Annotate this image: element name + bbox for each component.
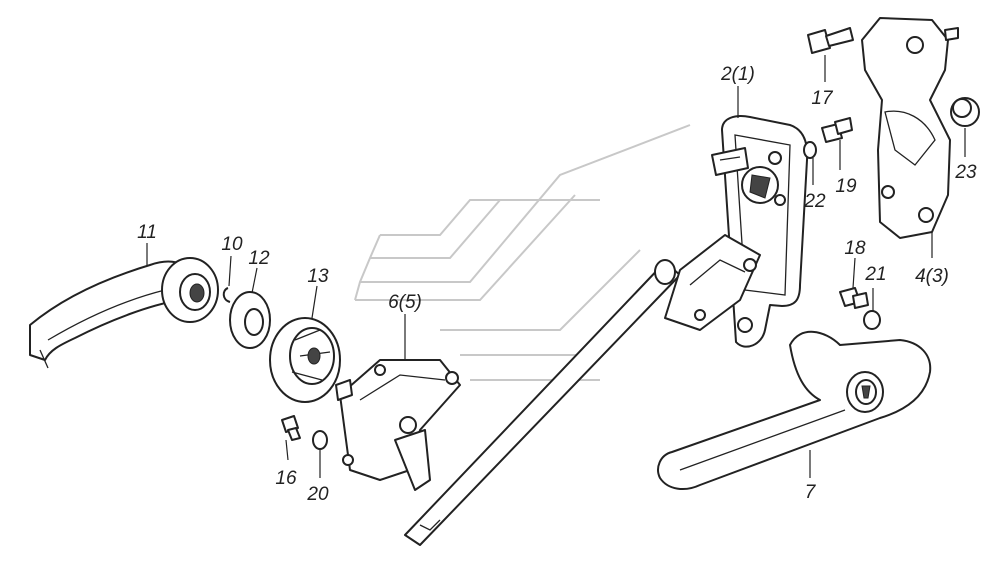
label-21: 21 bbox=[864, 264, 886, 285]
leader-lines bbox=[146, 55, 966, 478]
small-bolt-part bbox=[281, 415, 301, 441]
rosette-part bbox=[229, 291, 271, 349]
label-6-5: 6(5) bbox=[388, 292, 422, 313]
bolt-19-part bbox=[821, 117, 853, 143]
inner-handle-part bbox=[29, 257, 219, 369]
connecting-rod bbox=[404, 259, 681, 546]
label-11: 11 bbox=[137, 222, 157, 243]
plug-23-part bbox=[950, 97, 980, 127]
washer-22-part bbox=[803, 141, 817, 159]
label-19: 19 bbox=[835, 176, 857, 197]
washer-21-part bbox=[863, 310, 881, 330]
label-17: 17 bbox=[811, 88, 834, 109]
outer-handle-part bbox=[657, 330, 932, 491]
label-13: 13 bbox=[307, 266, 329, 287]
outer-lock-plate-part bbox=[664, 115, 809, 348]
label-23: 23 bbox=[954, 162, 977, 183]
washer-20-part bbox=[312, 430, 328, 450]
striker-latch-part bbox=[861, 17, 959, 239]
bolt-17-part bbox=[807, 27, 854, 54]
part-labels: 11 10 12 13 6(5) 16 20 2(1) 17 22 19 23 … bbox=[137, 64, 977, 505]
label-20: 20 bbox=[306, 484, 329, 505]
label-4-3: 4(3) bbox=[915, 266, 949, 287]
escutcheon-part bbox=[269, 317, 341, 403]
bolt-18-part bbox=[839, 287, 869, 309]
label-2-1: 2(1) bbox=[720, 64, 755, 85]
label-16: 16 bbox=[275, 468, 297, 489]
label-10: 10 bbox=[221, 234, 243, 255]
inner-lock-mechanism-part bbox=[335, 359, 461, 491]
label-22: 22 bbox=[803, 191, 826, 212]
label-7: 7 bbox=[805, 482, 817, 503]
label-12: 12 bbox=[248, 248, 270, 269]
watermark bbox=[354, 124, 691, 381]
label-18: 18 bbox=[844, 238, 866, 259]
clip-part bbox=[222, 287, 231, 303]
